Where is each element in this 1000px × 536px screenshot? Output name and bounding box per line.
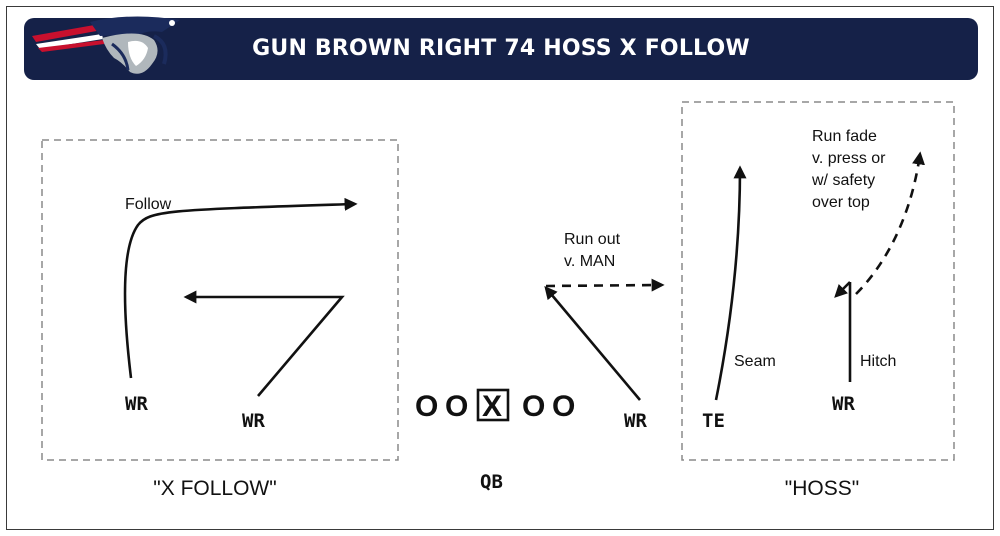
seam-label: Seam [734,353,776,370]
patriots-logo-icon [32,16,180,74]
play-title: GUN BROWN RIGHT 74 HOSS X FOLLOW [252,36,750,61]
center-box [476,388,510,422]
wr-outside-player: WR [125,393,148,415]
hitch-route [834,281,851,298]
hitch-label: Hitch [860,353,896,370]
middle-wr-player: WR [624,410,647,432]
hoss-caption: "HOSS" [785,477,859,500]
te-player: TE [702,410,725,432]
inside-wr-route [183,290,345,397]
diagram-frame [6,6,994,530]
title-banner: GUN BROWN RIGHT 74 HOSS X FOLLOW [24,18,978,80]
x-follow-box [41,139,399,461]
qb-label: QB [480,471,503,493]
middle-wr-stem [544,286,641,401]
fade-route-dashed [855,151,925,295]
follow-route [123,197,358,379]
x-follow-caption: "X FOLLOW" [153,477,276,500]
run-out-label-1: Run out [564,231,621,248]
out-route-dashed [545,278,665,292]
fade-label-4: over top [812,194,870,211]
right-wr-player: WR [832,393,855,415]
center-lineman: X [482,390,502,423]
fade-label-2: v. press or [812,150,886,167]
fade-label-1: Run fade [812,128,877,145]
wr-inside-player: WR [242,410,265,432]
follow-label: Follow [125,196,172,213]
hoss-box [681,101,955,461]
seam-route [714,165,747,401]
run-out-label-2: v. MAN [564,253,615,270]
lineman-left-2: O [445,390,468,423]
lineman-left-1: O [415,390,438,423]
fade-label-3: w/ safety [811,172,875,189]
lineman-right-1: O [522,390,545,423]
lineman-right-2: O [552,390,575,423]
